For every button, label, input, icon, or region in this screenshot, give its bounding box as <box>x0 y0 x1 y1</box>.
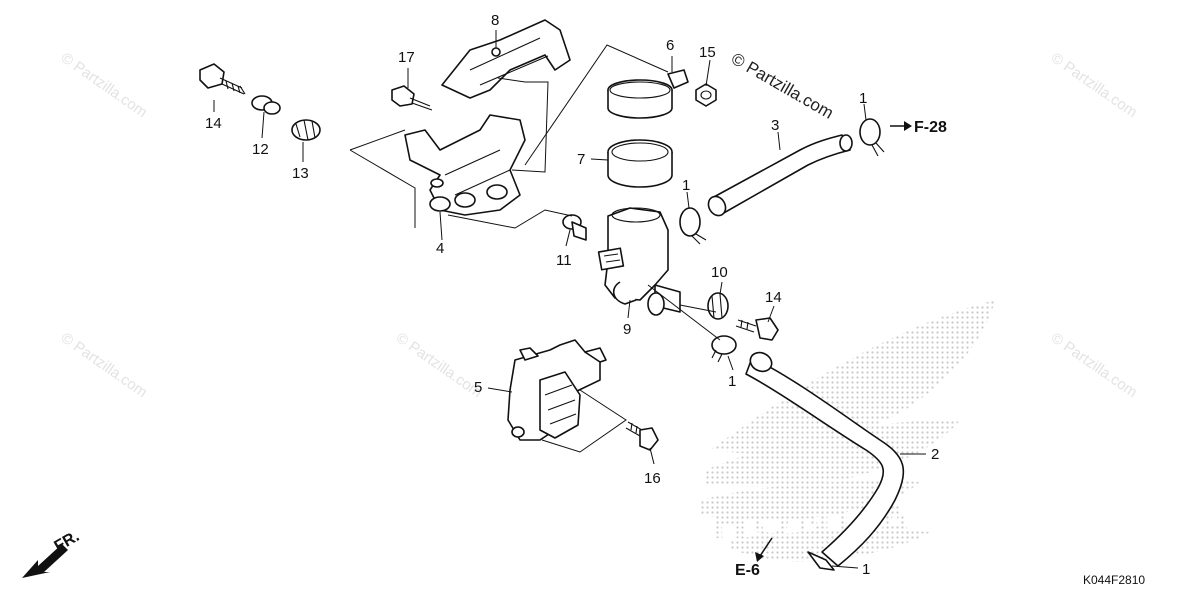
watermark: © Partzilla.com <box>58 49 151 121</box>
bolt-14-top <box>199 63 246 95</box>
bolt-17 <box>391 85 433 111</box>
callout-8: 8 <box>491 12 499 29</box>
front-arrow: FR. <box>22 528 82 578</box>
air-injection-valve-9 <box>597 207 681 316</box>
bolt-14-right <box>735 317 779 341</box>
clip-1-bottom <box>807 551 835 571</box>
callout-1: 1 <box>682 177 690 194</box>
callouts: 1 1 1 1 2 3 4 5 6 7 8 9 10 11 12 13 14 1… <box>205 12 939 578</box>
grommet-13 <box>291 119 321 141</box>
callout-12: 12 <box>252 141 269 158</box>
callout-17: 17 <box>398 49 415 66</box>
tube-3 <box>707 134 853 217</box>
brand-watermark: © Partzilla.com <box>728 49 837 123</box>
callout-14: 14 <box>765 289 782 306</box>
washer-12 <box>251 95 281 115</box>
callout-13: 13 <box>292 165 309 182</box>
callout-11: 11 <box>556 252 572 269</box>
ref-e6-label: E-6 <box>735 562 760 579</box>
solenoid-bracket-5 <box>507 339 607 441</box>
callout-5: 5 <box>474 379 482 396</box>
ref-e6: E-6 <box>735 537 773 579</box>
watermark: © Partzilla.com <box>1048 49 1141 121</box>
grommet-10 <box>707 292 729 320</box>
callout-14: 14 <box>205 115 222 132</box>
watermark: © Partzilla.com <box>393 329 486 401</box>
cushion-7 <box>607 139 673 188</box>
ref-f28: F-28 <box>890 119 947 136</box>
diagram-code: K044F2810 <box>1083 573 1145 587</box>
callout-1: 1 <box>728 373 736 390</box>
bracket-8 <box>441 19 571 99</box>
callout-1: 1 <box>862 561 870 578</box>
clip-1-lower-middle <box>711 335 737 363</box>
collar-11 <box>562 214 587 241</box>
callout-4: 4 <box>436 240 444 257</box>
clamp-band-6 <box>607 69 689 119</box>
clip-1-top <box>859 118 885 157</box>
callout-10: 10 <box>711 264 728 281</box>
leader-lines <box>213 30 926 569</box>
callout-1: 1 <box>859 90 867 107</box>
nut-15 <box>695 83 717 107</box>
callout-16: 16 <box>644 470 661 487</box>
clip-1-upper-middle <box>679 207 707 245</box>
callout-15: 15 <box>699 44 716 61</box>
callout-9: 9 <box>623 321 631 338</box>
callout-6: 6 <box>666 37 674 54</box>
ref-f28-label: F-28 <box>914 119 947 136</box>
watermark: © Partzilla.com <box>58 329 151 401</box>
callout-2: 2 <box>931 446 939 463</box>
watermark: © Partzilla.com <box>1048 329 1141 401</box>
bracket-4 <box>404 114 526 216</box>
bolt-16 <box>625 421 659 451</box>
callout-3: 3 <box>771 117 779 134</box>
callout-7: 7 <box>577 151 585 168</box>
